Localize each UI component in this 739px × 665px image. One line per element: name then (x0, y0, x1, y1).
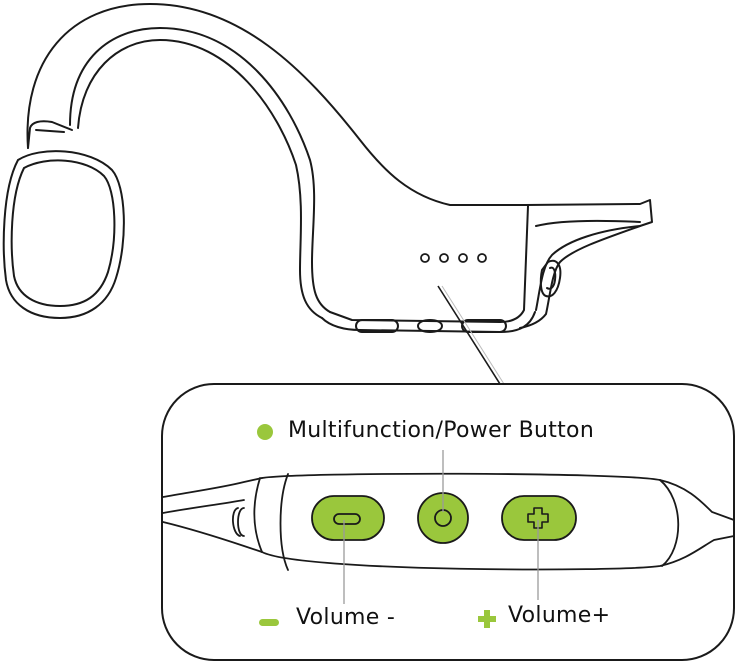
volume-up-button[interactable] (502, 496, 576, 540)
volume-down-button[interactable] (312, 496, 384, 540)
led-dot-icon (459, 254, 467, 262)
callout-leader (438, 286, 500, 384)
callout-leader-shadow (442, 286, 504, 384)
main-housing (330, 206, 528, 322)
led-dot-icon (440, 254, 448, 262)
dot-icon (257, 424, 273, 440)
volume-down-label: Volume - (296, 605, 395, 630)
multifunction-label: Multifunction/Power Button (288, 418, 594, 443)
rear-cap-inner (536, 221, 640, 226)
hook-joint (28, 121, 72, 148)
volume-up-label: Volume+ (508, 603, 610, 628)
headphone-illustration (4, 4, 652, 332)
led-indicator-dots (421, 254, 486, 262)
earhook-inner-edge (78, 40, 322, 318)
led-dot-icon (478, 254, 486, 262)
led-dot-icon (421, 254, 429, 262)
hook-joint-inner (36, 130, 64, 132)
ear-pad-inner (12, 160, 115, 306)
minus-icon (259, 619, 279, 626)
rear-cap-curve (520, 226, 640, 328)
